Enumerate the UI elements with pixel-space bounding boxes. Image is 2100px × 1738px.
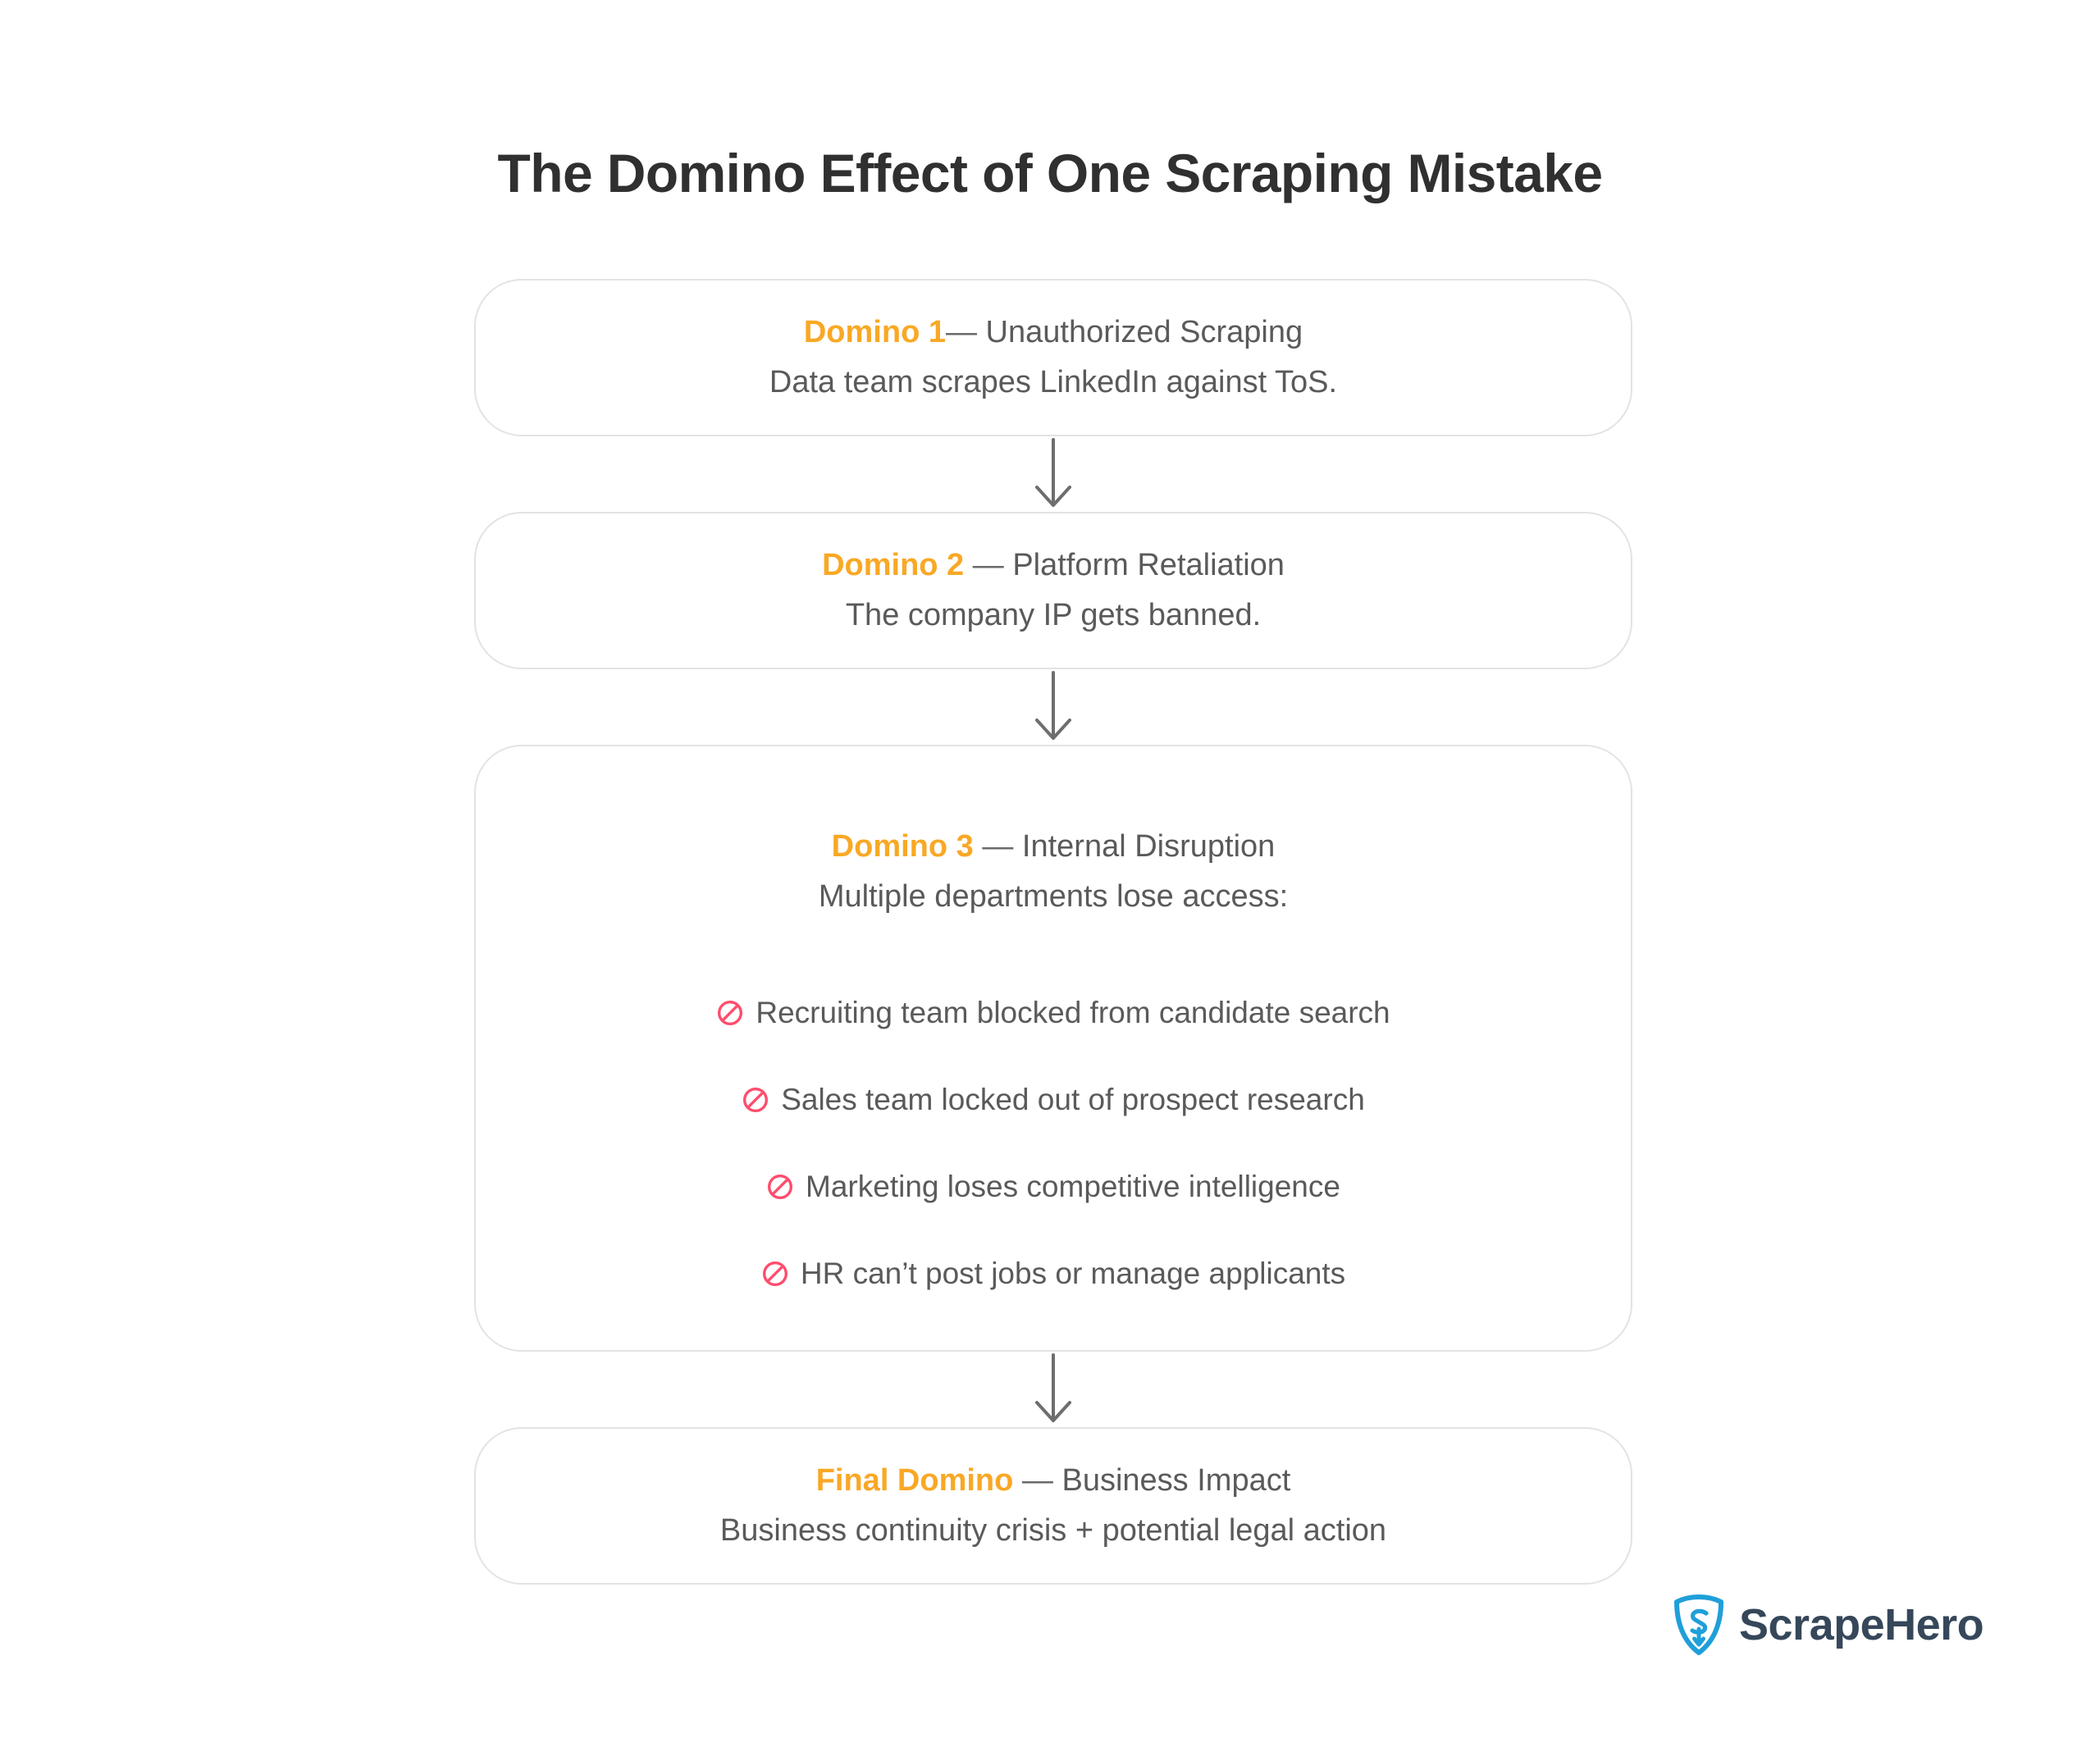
- arrow-down-icon: [1030, 669, 1076, 745]
- prohibited-icon: [742, 1086, 769, 1114]
- impact-list-item-text: Marketing loses competitive intelligence: [806, 1169, 1340, 1203]
- flow-connector-3: [474, 1352, 1632, 1427]
- scrapehero-logo: ScrapeHero: [1673, 1594, 1984, 1655]
- domino-card-3: Domino 3 — Internal Disruption Multiple …: [474, 745, 1632, 1352]
- impact-list-item: HR can’t post jobs or manage applicants: [761, 1253, 1345, 1294]
- impact-list-item: Marketing loses competitive intelligence: [766, 1166, 1340, 1207]
- impact-list: Recruiting team blocked from candidate s…: [525, 992, 1582, 1294]
- domino-card-2-heading-rest: Platform Retaliation: [1012, 548, 1285, 582]
- prohibited-icon: [761, 1260, 789, 1288]
- scrapehero-shield-icon: [1673, 1594, 1724, 1655]
- domino-card-3-heading: Domino 3 — Internal Disruption: [832, 823, 1276, 870]
- impact-list-item-text: HR can’t post jobs or manage applicants: [800, 1256, 1346, 1290]
- scrapehero-wordmark: ScrapeHero: [1739, 1600, 1984, 1649]
- domino-card-1-heading: Domino 1— Unauthorized Scraping: [804, 309, 1303, 356]
- flow-connector-2: [474, 669, 1632, 745]
- domino-card-3-heading-rest: Internal Disruption: [1021, 829, 1276, 864]
- domino-card-2-label: Domino 2: [822, 548, 965, 582]
- impact-list-item: Recruiting team blocked from candidate s…: [716, 992, 1390, 1033]
- flow-connector-1: [474, 436, 1632, 512]
- domino-card-4-label: Final Domino: [815, 1463, 1014, 1498]
- impact-list-item-text: Sales team locked out of prospect resear…: [781, 1082, 1365, 1116]
- domino-flow: Domino 1— Unauthorized Scraping Data tea…: [474, 279, 1632, 1585]
- domino-card-4-heading-rest: Business Impact: [1061, 1463, 1291, 1498]
- prohibited-icon: [716, 999, 744, 1027]
- arrow-down-icon: [1030, 1352, 1076, 1427]
- domino-card-4-subtitle: Business continuity crisis + potential l…: [719, 1513, 1387, 1548]
- domino-card-2-dash: —: [972, 548, 1004, 582]
- domino-card-1-dash: —: [945, 315, 977, 349]
- domino-card-3-label: Domino 3: [831, 829, 974, 864]
- domino-card-1-label: Domino 1: [803, 315, 946, 349]
- domino-card-3-dash: —: [982, 829, 1014, 864]
- domino-card-2-heading: Domino 2 — Platform Retaliation: [822, 542, 1285, 589]
- page-title: The Domino Effect of One Scraping Mistak…: [497, 143, 1604, 204]
- domino-card-1-subtitle: Data team scrapes LinkedIn against ToS.: [769, 365, 1338, 399]
- domino-card-4-heading: Final Domino — Business Impact: [816, 1457, 1291, 1504]
- domino-card-2-subtitle: The company IP gets banned.: [845, 598, 1262, 632]
- domino-card-4: Final Domino — Business Impact Business …: [474, 1427, 1632, 1585]
- domino-card-4-dash: —: [1021, 1463, 1053, 1498]
- impact-list-item-text: Recruiting team blocked from candidate s…: [756, 996, 1390, 1029]
- prohibited-icon: [766, 1173, 794, 1201]
- arrow-down-icon: [1030, 436, 1076, 512]
- domino-card-1: Domino 1— Unauthorized Scraping Data tea…: [474, 279, 1632, 436]
- domino-card-1-heading-rest: Unauthorized Scraping: [985, 315, 1303, 349]
- domino-card-2: Domino 2 — Platform Retaliation The comp…: [474, 512, 1632, 669]
- domino-card-3-subtitle: Multiple departments lose access:: [818, 879, 1289, 914]
- impact-list-item: Sales team locked out of prospect resear…: [742, 1079, 1365, 1120]
